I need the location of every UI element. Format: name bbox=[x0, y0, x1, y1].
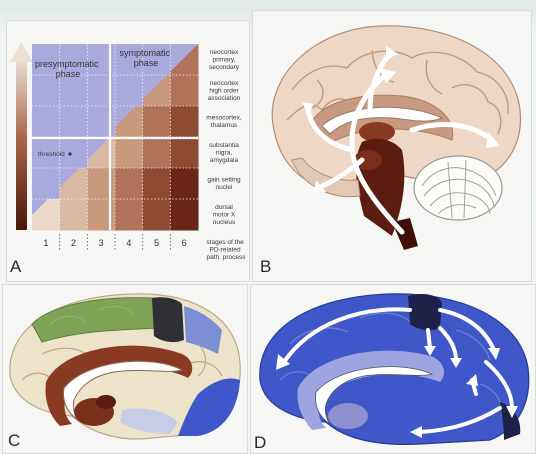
panel-d-brain-connections: D bbox=[250, 284, 536, 454]
stage-number: 5 bbox=[154, 238, 159, 248]
threshold-dot bbox=[68, 152, 71, 155]
panel-a-letter: A bbox=[10, 257, 22, 276]
stage-cell bbox=[60, 199, 88, 231]
region-label: mesocortex,thalamus bbox=[206, 115, 242, 130]
stage-cell bbox=[143, 199, 171, 231]
stage-number: 1 bbox=[43, 238, 48, 248]
stage-number: 6 bbox=[182, 238, 187, 248]
panel-b-brain-progression: B bbox=[252, 10, 532, 282]
primary-motor-area bbox=[152, 297, 184, 342]
stage-cell bbox=[143, 106, 171, 138]
stage-cell bbox=[87, 199, 115, 231]
stage-cell bbox=[87, 168, 115, 200]
stage-cell bbox=[143, 137, 171, 169]
panel-a-staging-chart: presymptomatic phase symptomatic phase t… bbox=[6, 20, 250, 282]
stage-number: 3 bbox=[99, 238, 104, 248]
stage-number: 2 bbox=[71, 238, 76, 248]
stage-cell bbox=[170, 137, 198, 169]
stage-cell bbox=[115, 199, 143, 231]
region-label: gain settingnuclei bbox=[207, 177, 241, 192]
panel-d-letter: D bbox=[254, 433, 266, 452]
brain-c: C bbox=[2, 284, 248, 454]
brain-d: D bbox=[250, 284, 536, 454]
region-label: substantianigra,amygdala bbox=[209, 142, 239, 164]
panel-c-brain-regions: C bbox=[2, 284, 248, 454]
stage-cell bbox=[115, 168, 143, 200]
stage-cell bbox=[170, 106, 198, 138]
region-labels: neocortexprimary,secondary neocortexhigh … bbox=[206, 49, 242, 226]
threshold-label: threshold bbox=[38, 151, 65, 158]
panel-c-letter: C bbox=[8, 431, 20, 450]
dark-motor-area bbox=[408, 294, 442, 330]
amygdala-d bbox=[328, 403, 368, 429]
stage-cell bbox=[143, 168, 171, 200]
region-label: neocortexprimary,secondary bbox=[209, 49, 240, 71]
staging-chart: presymptomatic phase symptomatic phase t… bbox=[6, 20, 250, 282]
severity-arrow-head bbox=[10, 42, 33, 62]
stage-cell bbox=[170, 168, 198, 200]
brain-b: B bbox=[252, 10, 532, 282]
severity-arrow-shaft bbox=[16, 60, 27, 230]
stage-cell bbox=[170, 75, 198, 107]
stage-numbers: 1 2 3 4 5 6 bbox=[43, 234, 186, 250]
region-label: dorsalmotor Xnucleus bbox=[213, 204, 236, 226]
panel-b-letter: B bbox=[260, 257, 271, 276]
stage-number: 4 bbox=[126, 238, 131, 248]
stage-cell bbox=[115, 137, 143, 169]
cerebellum bbox=[414, 156, 502, 220]
stage-caption: stages of the PD-related path. process bbox=[206, 239, 246, 261]
region-label: neocortexhigh orderassociation bbox=[208, 80, 241, 102]
stage-cell bbox=[170, 199, 198, 231]
